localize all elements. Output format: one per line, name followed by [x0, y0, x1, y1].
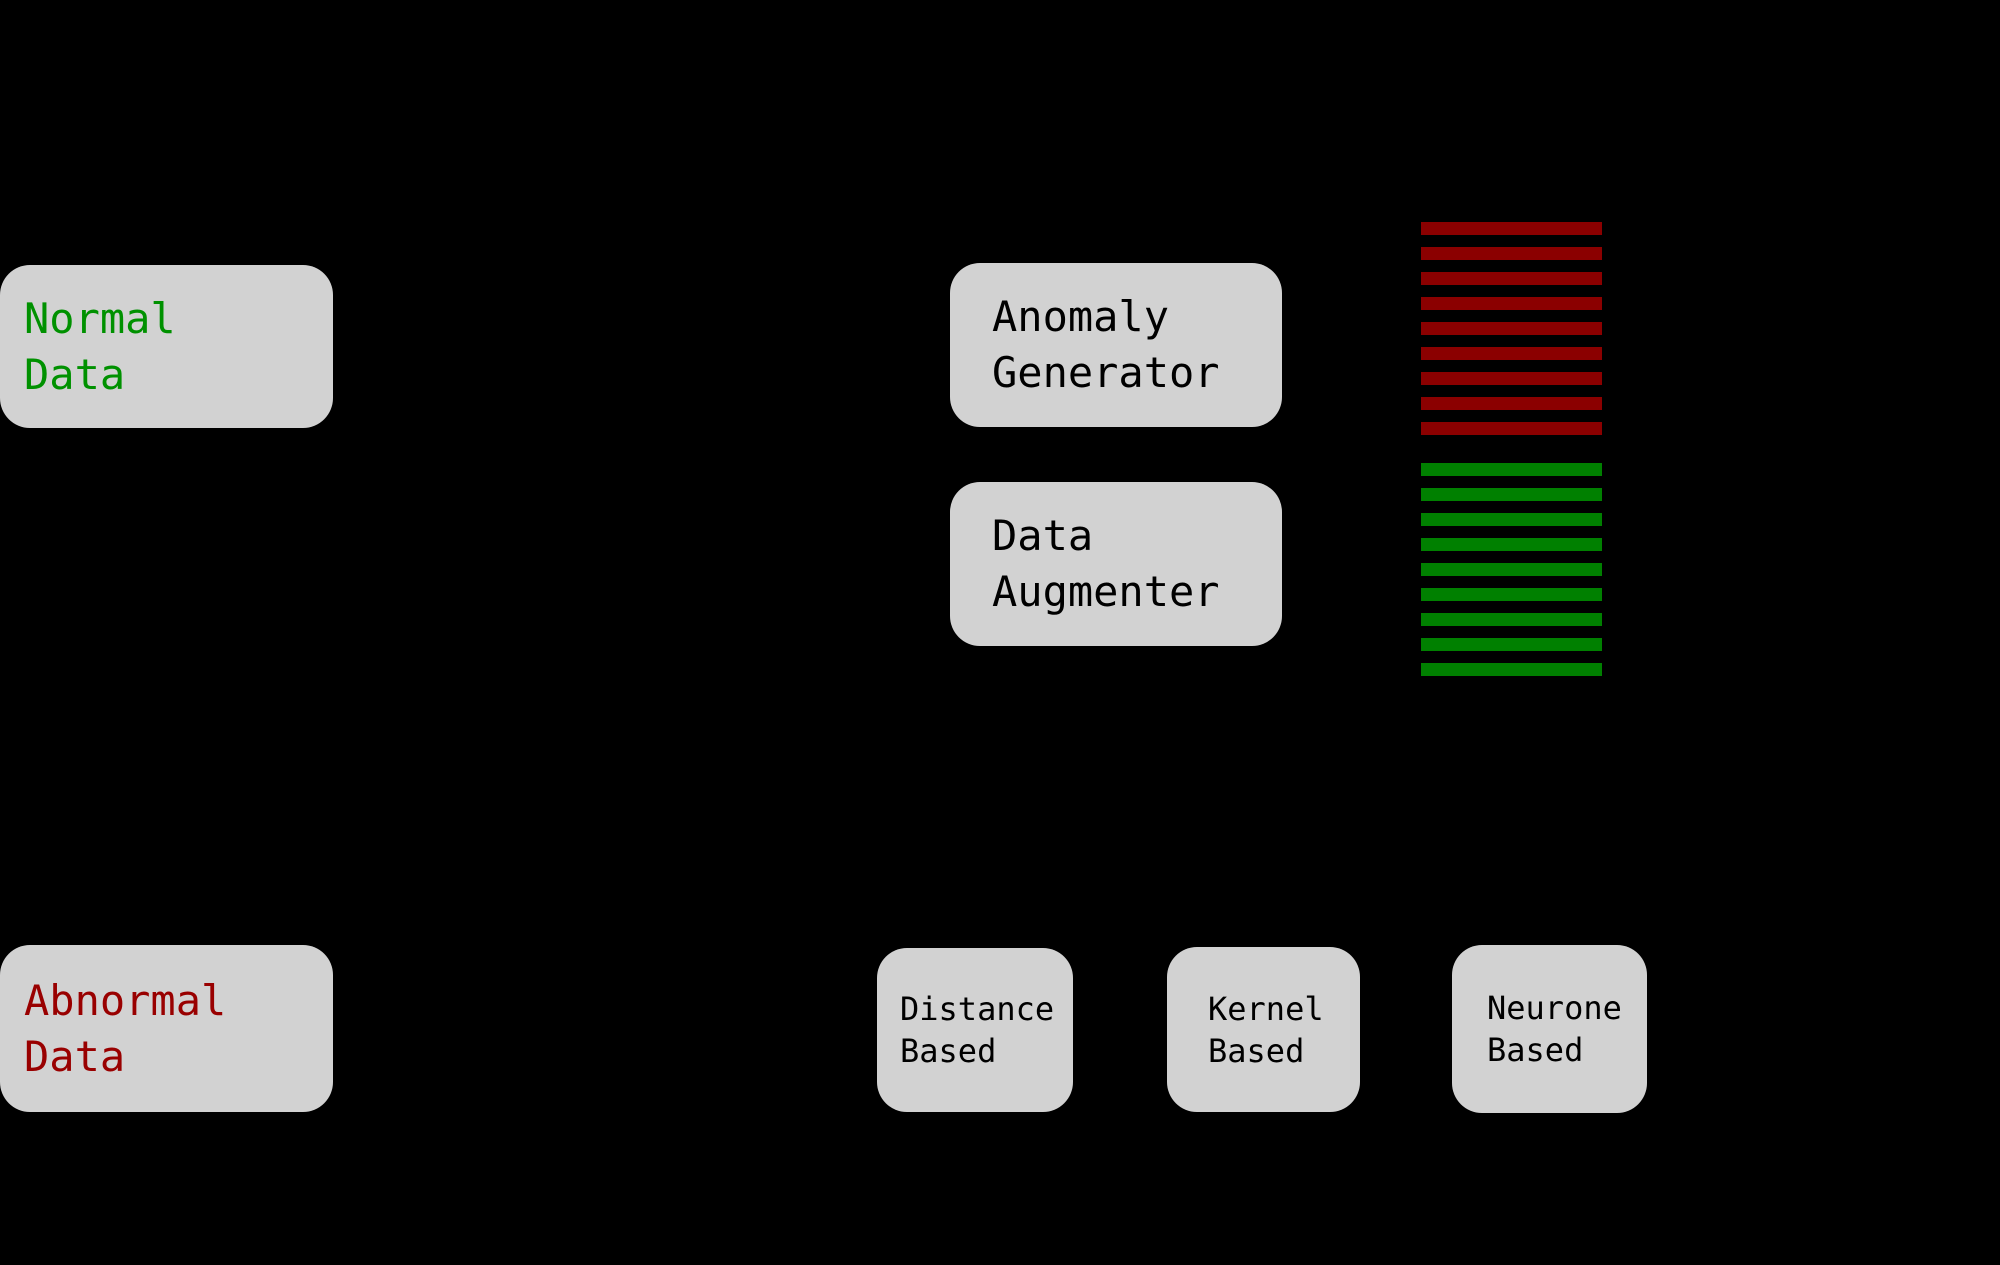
neurone-based-node: Neurone Based — [1452, 945, 1647, 1113]
data-sample-stripe — [1421, 638, 1602, 651]
data-sample-stripe — [1421, 397, 1602, 410]
kernel-based-node: Kernel Based — [1167, 947, 1360, 1112]
anomaly-generator-node: Anomaly Generator — [950, 263, 1282, 427]
abnormal-data-node: Abnormal Data — [0, 945, 333, 1112]
anomaly-generator-label-line1: Anomaly — [992, 292, 1170, 341]
data-sample-stripe — [1421, 588, 1602, 601]
kernel-based-label-line1: Kernel — [1208, 989, 1324, 1028]
data-sample-stripe — [1421, 247, 1602, 260]
normal-samples-stack — [1421, 463, 1602, 676]
abnormal-data-label-line2: Data — [24, 1031, 126, 1081]
distance-based-label-line1: Distance — [900, 990, 1055, 1028]
data-sample-stripe — [1421, 563, 1602, 576]
data-sample-stripe — [1421, 463, 1602, 476]
data-sample-stripe — [1421, 372, 1602, 385]
data-sample-stripe — [1421, 322, 1602, 335]
neurone-based-label-line2: Based — [1487, 1031, 1584, 1069]
neurone-based-label-line1: Neurone — [1487, 989, 1622, 1027]
data-sample-stripe — [1421, 347, 1602, 360]
distance-based-node: Distance Based — [877, 948, 1073, 1112]
data-sample-stripe — [1421, 222, 1602, 235]
kernel-based-label-line2: Based — [1208, 1031, 1305, 1070]
data-augmenter-label-line2: Augmenter — [992, 567, 1220, 616]
normal-data-node: Normal Data — [0, 265, 333, 428]
data-sample-stripe — [1421, 613, 1602, 626]
data-sample-stripe — [1421, 272, 1602, 285]
normal-data-label-line1: Normal — [24, 293, 176, 343]
anomaly-generator-label-line2: Generator — [992, 348, 1220, 397]
normal-data-label-line2: Data — [24, 349, 126, 399]
data-sample-stripe — [1421, 663, 1602, 676]
data-sample-stripe — [1421, 297, 1602, 310]
abnormal-samples-stack — [1421, 222, 1602, 435]
data-sample-stripe — [1421, 538, 1602, 551]
data-augmenter-label-line1: Data — [992, 511, 1094, 560]
data-sample-stripe — [1421, 513, 1602, 526]
data-augmenter-node: Data Augmenter — [950, 482, 1282, 646]
data-sample-stripe — [1421, 422, 1602, 435]
abnormal-data-label-line1: Abnormal — [24, 975, 227, 1025]
data-sample-stripe — [1421, 488, 1602, 501]
distance-based-label-line2: Based — [900, 1032, 997, 1070]
